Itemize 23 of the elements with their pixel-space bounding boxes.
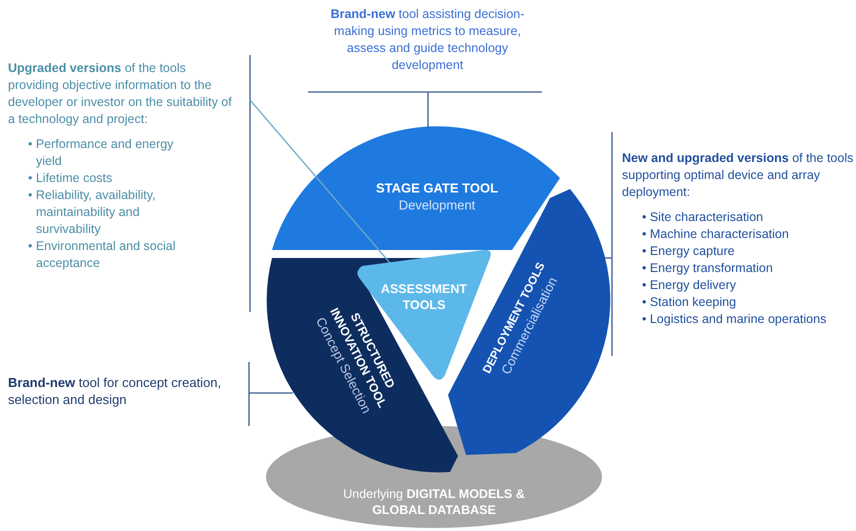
segment-title: Underlying DIGITAL MODELS & GLOBAL DATABASE: [342, 486, 526, 518]
leader-line: [605, 257, 612, 259]
leader-line: [249, 392, 293, 394]
bullet-item: • Performance and energy yield: [28, 136, 174, 170]
annotation-text: Brand-new tool assisting decision-making using metrics to measure, assess and guide technology development: [330, 6, 526, 74]
bullet-item: • Energy capture: [642, 243, 736, 260]
annotation-text: New and upgraded versions of the tools supporting optimal device and array deployment:: [622, 150, 854, 201]
annotation-text: Brand-new tool for concept creation, selection and design: [8, 374, 222, 408]
bullet-item: • Energy delivery: [642, 277, 738, 294]
bullet-item: • Environmental and social acceptance: [28, 238, 177, 272]
segment-title: STAGE GATE TOOL: [376, 180, 498, 196]
bullet-item: • Energy transformation: [642, 260, 774, 277]
bullet-item: • Reliability, availability, maintainability and survivability: [28, 187, 157, 238]
annotation-text: Upgraded versions of the tools providing objective information to the developer or investor on the suitability of a technology and project:: [8, 60, 233, 128]
bullet-item: • Machine characterisation: [642, 226, 790, 243]
leader-line: [427, 92, 429, 129]
leader-line: [250, 100, 390, 264]
bullet-item: • Station keeping: [642, 294, 738, 311]
segment-title: ASSESSMENT TOOLS: [380, 281, 468, 313]
segment-subtitle: Development: [398, 196, 476, 214]
bullet-item: • Site characterisation: [642, 209, 764, 226]
bullet-item: • Logistics and marine operations: [642, 311, 828, 328]
bullet-item: • Lifetime costs: [28, 170, 114, 187]
